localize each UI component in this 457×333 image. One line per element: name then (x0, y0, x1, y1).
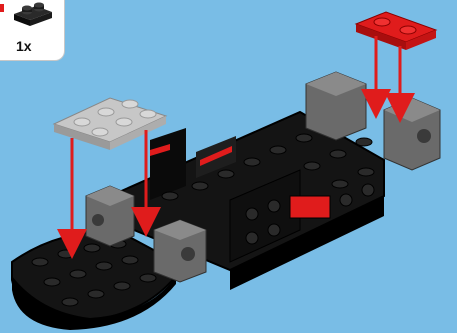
red-plate-1x2-icon (356, 12, 436, 50)
black-wedge-plate-icon (12, 232, 176, 330)
